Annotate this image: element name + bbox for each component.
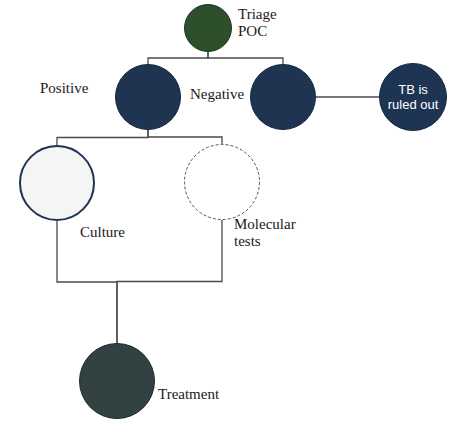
connector-line [316, 96, 379, 97]
node-label: Molecular tests [234, 216, 306, 250]
circle-shape [80, 344, 155, 419]
circle-shape [251, 65, 316, 130]
node-label: Positive [40, 80, 110, 97]
node-label: Culture [80, 224, 150, 241]
treatment-pills-art [78, 342, 156, 420]
node-label: Treatment [158, 386, 238, 403]
circle-shape [185, 145, 260, 220]
node-text: TB is ruled out [387, 82, 439, 112]
circle-shape [116, 65, 181, 130]
node-label: Negative [190, 86, 260, 103]
circle-outline [250, 64, 316, 130]
circle-shape [185, 5, 232, 52]
result-circle: Negative [250, 64, 316, 130]
circle-outline [19, 145, 95, 221]
result-circle: Positive [115, 64, 181, 130]
triage-circle: Triage POC [184, 4, 232, 52]
circle-shape [20, 146, 94, 220]
circle-outline [79, 343, 155, 419]
circle-shape [380, 64, 447, 131]
outcome-circle: TB is ruled out [379, 63, 447, 131]
circle-outline [115, 64, 181, 130]
circle-outline [184, 4, 232, 52]
connector-line [148, 130, 222, 144]
connector-line [117, 220, 222, 343]
node-label: Triage POC [238, 6, 288, 40]
method-circle: Molecular tests [184, 144, 260, 220]
connector-line [148, 52, 208, 64]
treatment-circle: Treatment [79, 343, 155, 419]
connector-line [57, 130, 148, 145]
method-circle: Culture [19, 145, 95, 221]
circle-outline [184, 144, 260, 220]
connector-line [208, 52, 283, 64]
